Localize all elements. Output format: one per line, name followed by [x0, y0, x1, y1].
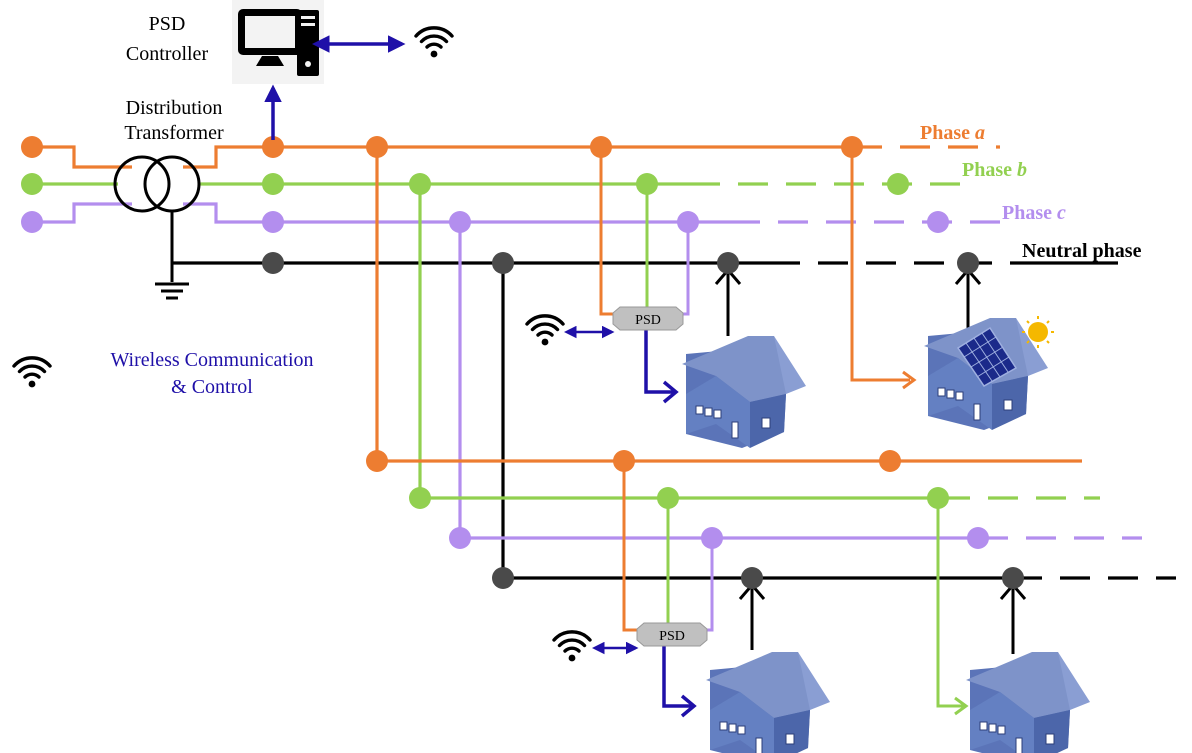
phase-b-nodes	[21, 173, 949, 509]
phase-c-prefix: Phase	[1002, 202, 1057, 224]
neutral-return-arrows	[714, 267, 1027, 654]
house-icon	[965, 651, 1091, 753]
phase-a-main-line	[32, 145, 1000, 169]
arrow-head-blue-top	[662, 380, 679, 404]
solar-panel-icon	[956, 326, 1018, 387]
phase-a-nodes	[21, 136, 901, 472]
psd-bottom-wiring	[622, 461, 714, 632]
solar-house	[923, 317, 1049, 431]
phase-b-letter: b	[1017, 159, 1027, 181]
transformer-label-line1: Distribution	[126, 97, 223, 119]
psd-bottom-label: PSD	[659, 629, 685, 644]
controller-label-line1: PSD	[149, 13, 186, 35]
transformer-icon	[113, 155, 201, 282]
phase-b-prefix: Phase	[962, 159, 1017, 181]
psd-device-top: PSD	[612, 306, 684, 331]
computer-icon	[232, 0, 324, 84]
arrow-head-orange	[902, 370, 917, 390]
psd-bottom-to-house-arrow	[662, 646, 692, 708]
wifi-icon	[414, 26, 454, 60]
neutral-nodes	[262, 252, 1024, 589]
sun-icon	[1022, 316, 1054, 348]
phase-c-main-line	[32, 202, 1000, 224]
legend-label-line1: Wireless Communication	[110, 349, 313, 371]
wifi-icon	[525, 314, 565, 348]
phase-c-nodes	[21, 211, 989, 549]
house-icon	[705, 651, 831, 753]
wifi-icon	[12, 356, 52, 390]
controller-label-line2: Controller	[126, 43, 209, 65]
phase-c-label: Phase c	[1002, 202, 1066, 224]
arrow-head-blue-bottom	[680, 694, 697, 718]
psd-device-bottom: PSD	[636, 622, 708, 647]
wifi-icon	[552, 630, 592, 664]
neutral-label: Neutral phase	[1022, 240, 1142, 262]
ground-icon	[155, 282, 189, 300]
psd-top-wiring	[599, 147, 690, 316]
house-icon	[681, 335, 807, 449]
transformer-label-line2: Transformer	[124, 122, 224, 144]
phase-a-prefix: Phase	[920, 122, 975, 144]
phase-b-house-feed	[936, 498, 964, 708]
psd-top-to-house-arrow	[644, 330, 674, 394]
labels: PSD Controller Distribution Transformer …	[110, 13, 1141, 398]
phase-c-letter: c	[1057, 202, 1066, 224]
legend-label-line2: & Control	[171, 376, 253, 398]
phase-a-label: Phase a	[920, 122, 985, 144]
phase-a-solar-house-feed	[850, 147, 910, 382]
phase-a-letter: a	[975, 122, 985, 144]
psd-top-label: PSD	[635, 313, 661, 328]
arrow-head-green	[954, 696, 969, 716]
phase-b-label: Phase b	[962, 159, 1027, 181]
